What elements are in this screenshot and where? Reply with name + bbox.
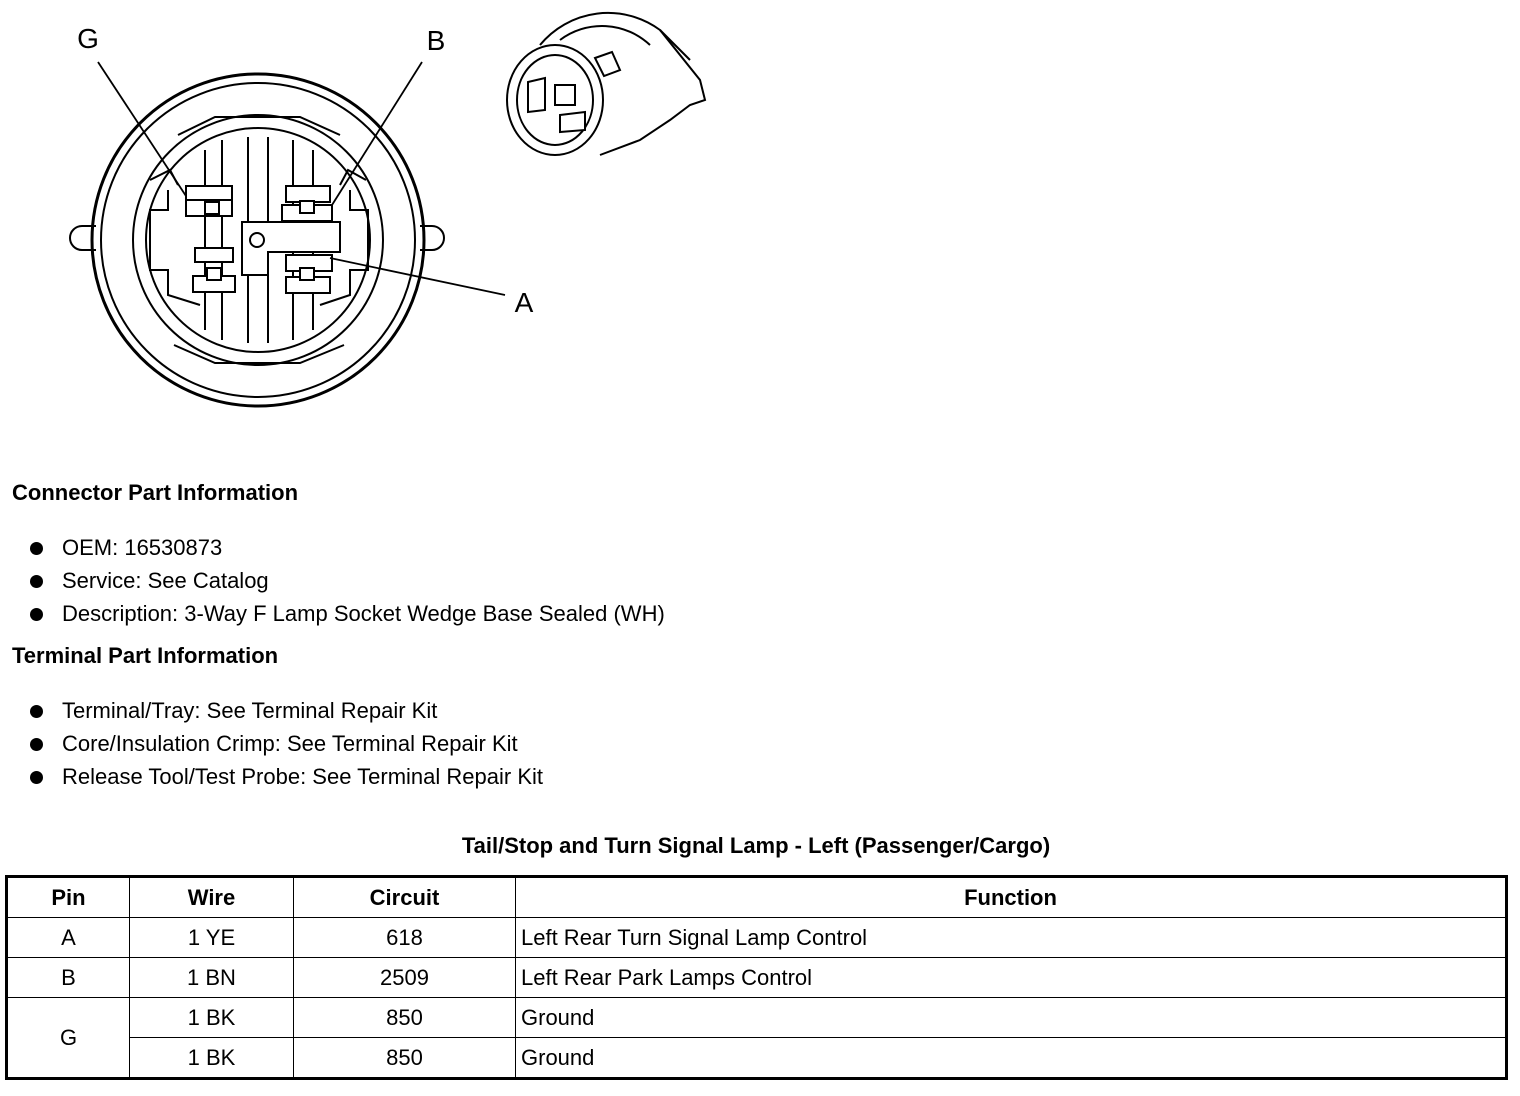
connector-info-heading: Connector Part Information <box>12 480 299 505</box>
bullet-icon <box>30 575 43 588</box>
list-item: Description: 3-Way F Lamp Socket Wedge B… <box>28 597 665 630</box>
pin-cell: B <box>6 957 130 998</box>
wire-cell: 1 BN <box>129 957 294 998</box>
circuit-cell: 850 <box>293 1037 516 1079</box>
circuit-cell: 850 <box>293 997 516 1038</box>
list-item: OEM: 16530873 <box>28 531 665 564</box>
wire-cell: 1 BK <box>129 1037 294 1079</box>
list-item: Release Tool/Test Probe: See Terminal Re… <box>28 760 543 793</box>
bullet-icon <box>30 771 43 784</box>
wire-cell: 1 YE <box>129 917 294 958</box>
table-title: Tail/Stop and Turn Signal Lamp - Left (P… <box>461 833 1051 858</box>
list-item: Terminal/Tray: See Terminal Repair Kit <box>28 694 543 727</box>
wire-cell: 1 BK <box>129 997 294 1038</box>
bullet-icon <box>30 608 43 621</box>
pin-cell: A <box>6 917 130 958</box>
bullet-icon <box>30 738 43 751</box>
pin-cell: G <box>6 997 130 1079</box>
circuit-cell: 2509 <box>293 957 516 998</box>
table-row: B 1 BN 2509 Left Rear Park Lamps Control <box>6 957 1507 998</box>
bullet-icon <box>30 542 43 555</box>
terminal-info-heading: Terminal Part Information <box>12 643 279 668</box>
function-cell: Ground <box>515 997 1507 1038</box>
pin-label-b: B <box>427 25 446 56</box>
pin-label-a: A <box>515 287 534 318</box>
table-row: 1 BK 850 Ground <box>7 1037 1507 1079</box>
list-item: Core/Insulation Crimp: See Terminal Repa… <box>28 727 543 760</box>
pin-label-g: G <box>77 23 99 54</box>
table-header-row: Pin Wire Circuit Function <box>6 876 1507 918</box>
column-header-wire: Wire <box>129 876 294 918</box>
circuit-cell: 618 <box>293 917 516 958</box>
pinout-table: Pin Wire Circuit Function A 1 YE 618 Lef… <box>5 875 1508 1080</box>
column-header-function: Function <box>515 876 1507 918</box>
column-header-pin: Pin <box>6 876 130 918</box>
table-row: A 1 YE 618 Left Rear Turn Signal Lamp Co… <box>6 917 1507 958</box>
function-cell: Left Rear Turn Signal Lamp Control <box>515 917 1507 958</box>
connector-info-list: OEM: 16530873 Service: See Catalog Descr… <box>28 531 665 630</box>
connector-diagram: G B A <box>69 12 707 408</box>
function-cell: Left Rear Park Lamps Control <box>515 957 1507 998</box>
bullet-icon <box>30 705 43 718</box>
terminal-info-list: Terminal/Tray: See Terminal Repair Kit C… <box>28 694 543 793</box>
table-row: G 1 BK 850 Ground <box>6 997 1507 1079</box>
function-cell: Ground <box>515 1037 1507 1079</box>
list-item: Service: See Catalog <box>28 564 665 597</box>
column-header-circuit: Circuit <box>293 876 516 918</box>
